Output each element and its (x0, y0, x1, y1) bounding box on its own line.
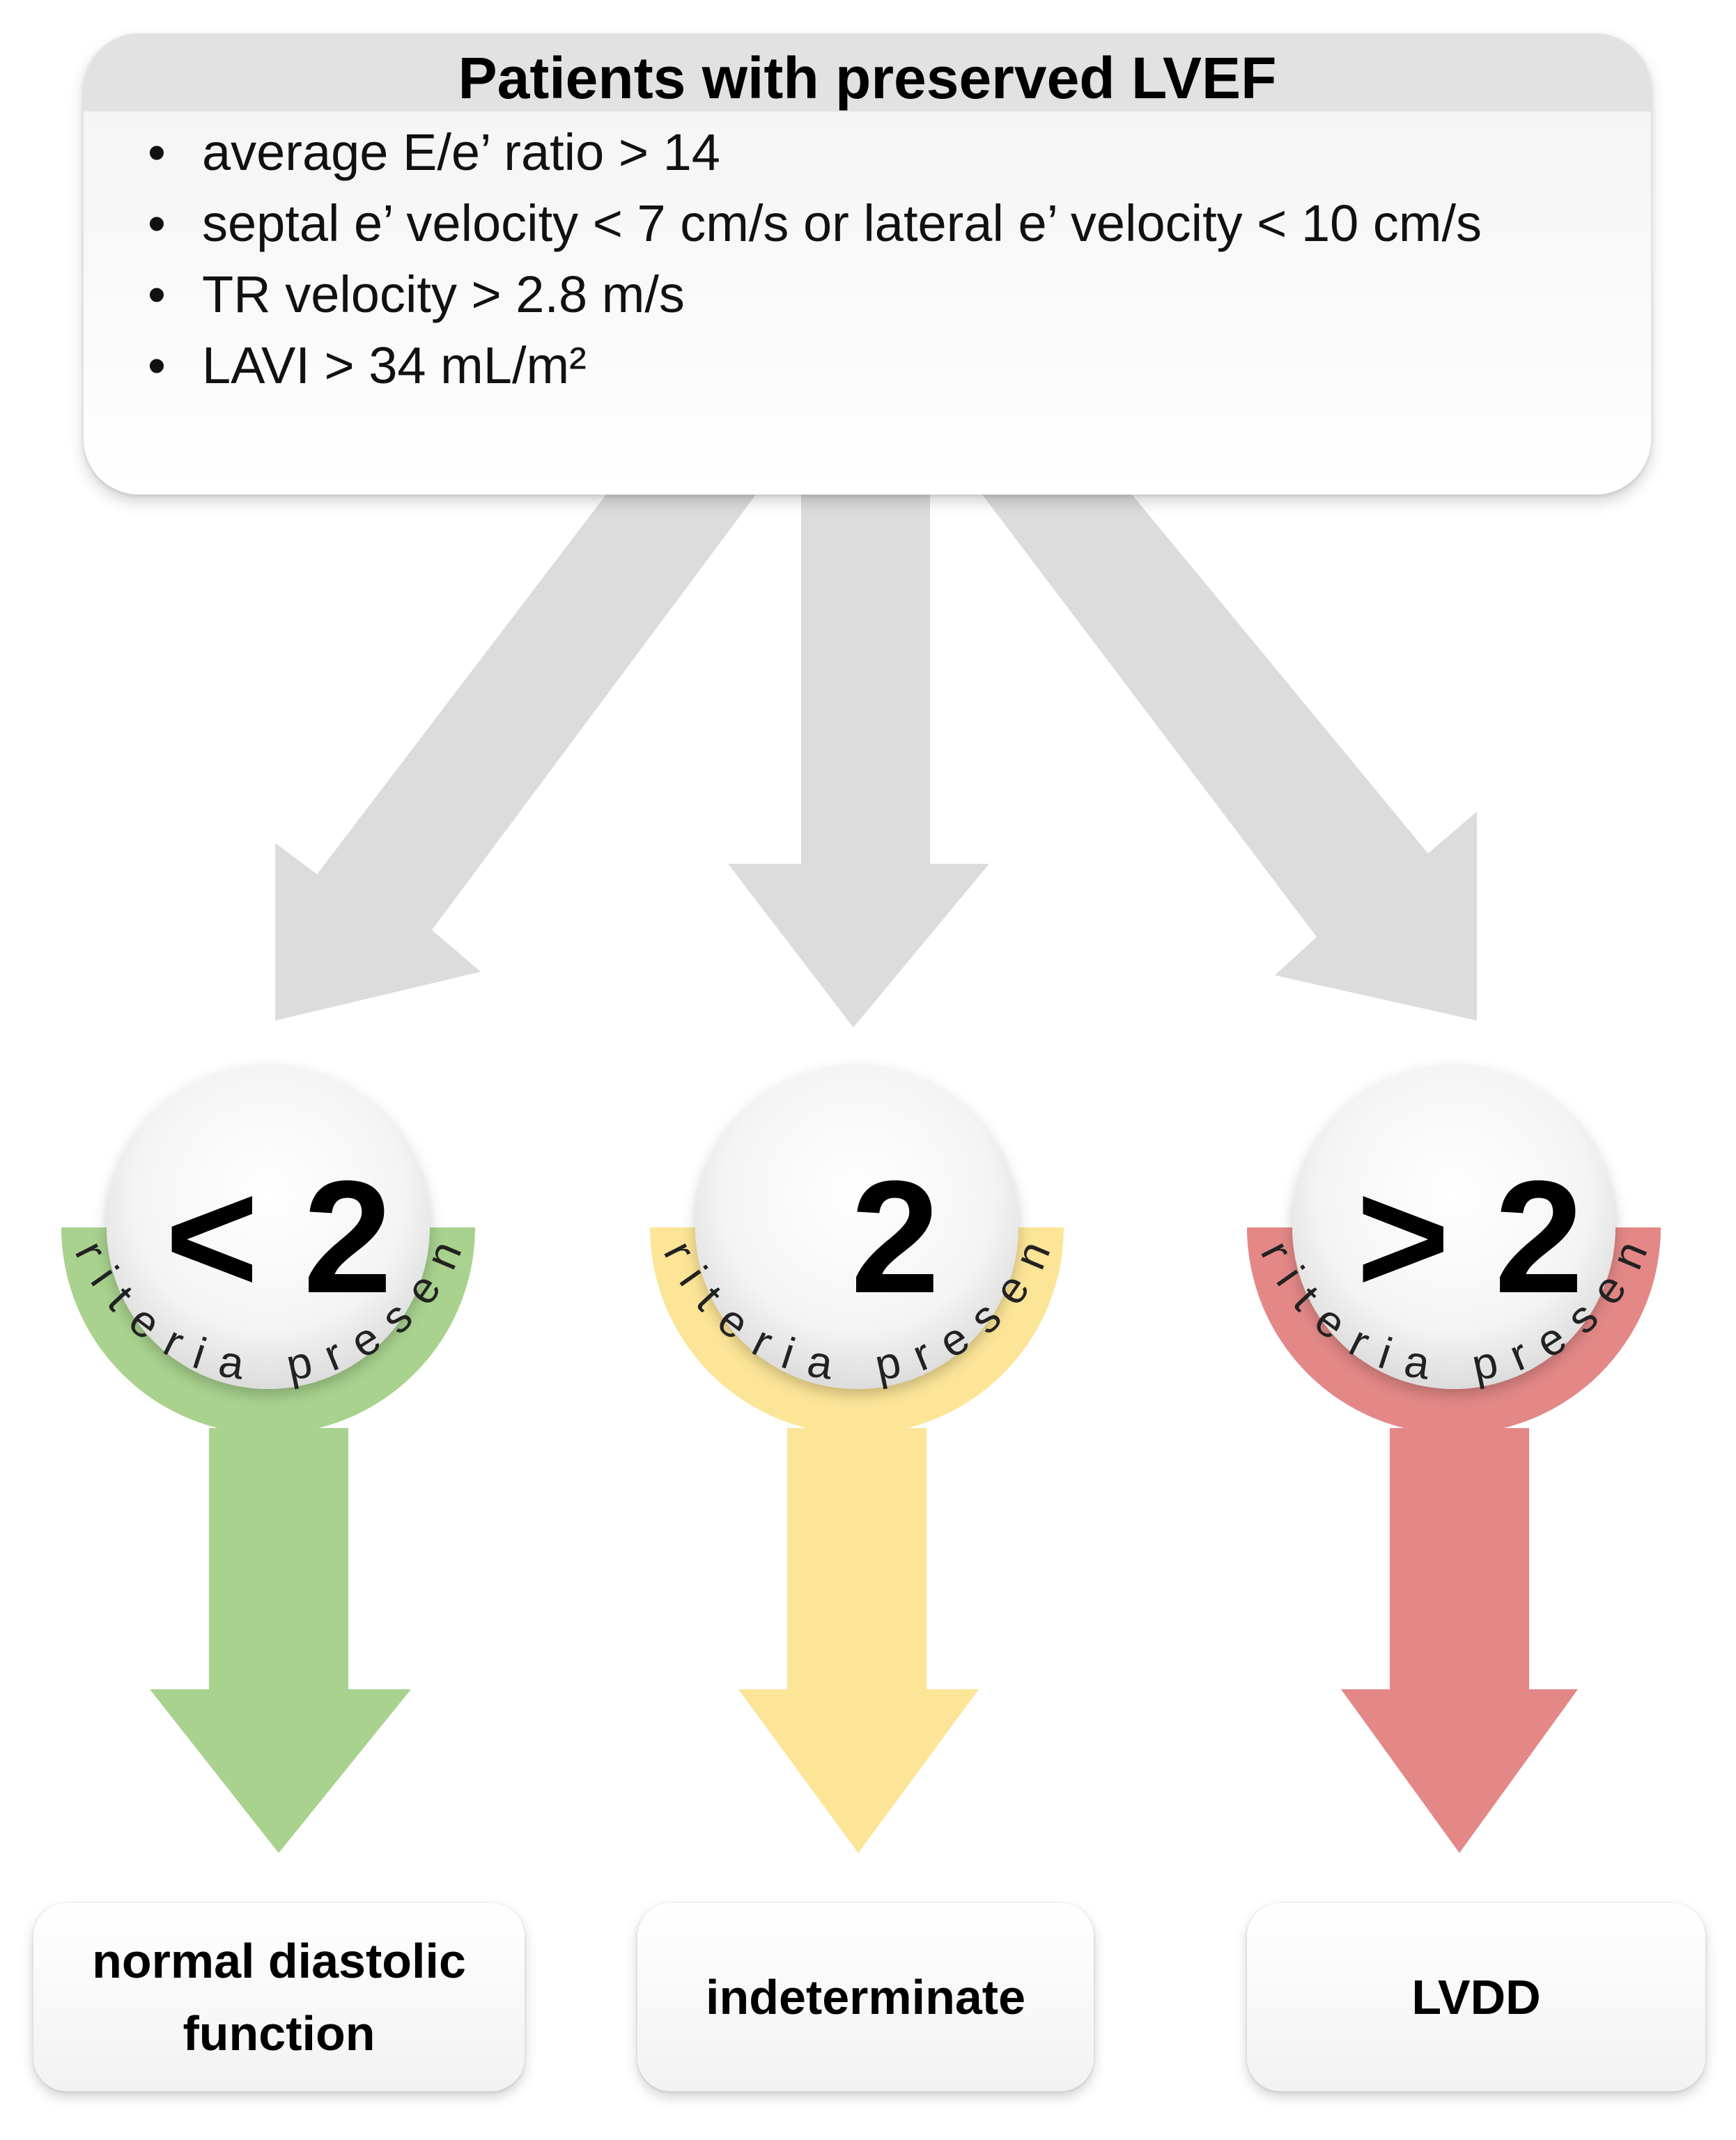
criteria-item: • average E/e’ ratio > 14 (132, 117, 1595, 188)
outcome-box-lvdd: LVDD (1247, 1903, 1705, 2091)
count-label-green: < 2 (165, 1147, 392, 1326)
bullet-icon: • (148, 194, 166, 252)
outcome-label-indeterminate: indeterminate (706, 1970, 1025, 2024)
bullet-icon: • (148, 123, 166, 181)
gray-arrow-left (275, 495, 756, 1021)
outcome-label-lvdd: LVDD (1411, 1970, 1541, 2024)
criteria-text: TR velocity > 2.8 m/s (202, 265, 685, 323)
count-label-red: > 2 (1356, 1147, 1583, 1326)
criteria-item: • LAVI > 34 mL/m² (132, 330, 1595, 401)
criteria-text: average E/e’ ratio > 14 (202, 123, 720, 181)
count-circle-red (1292, 1066, 1615, 1389)
gray-arrow-right (982, 495, 1477, 1021)
criteria-text: septal e’ velocity < 7 cm/s or lateral e… (202, 194, 1482, 252)
header-box: Patients with preserved LVEF • average E/… (84, 33, 1651, 495)
count-circle-yellow (695, 1066, 1018, 1389)
criteria-text: LAVI > 34 mL/m² (202, 336, 587, 394)
criteria-item: • TR velocity > 2.8 m/s (132, 259, 1595, 330)
header-title-bar (84, 33, 1651, 111)
header-title: Patients with preserved LVEF (458, 45, 1277, 111)
gray-arrow-middle (728, 495, 989, 1028)
criteria-list: • average E/e’ ratio > 14 • septal e’ velo… (132, 117, 1595, 401)
outcome-box-indeterminate: indeterminate (637, 1903, 1094, 2091)
bullet-icon: • (148, 265, 166, 323)
count-label-yellow: 2 (851, 1147, 940, 1326)
criteria-item: • septal e’ velocity < 7 cm/s or lateral … (132, 188, 1595, 259)
bullet-icon: • (148, 336, 166, 394)
count-circle-green (107, 1066, 430, 1389)
